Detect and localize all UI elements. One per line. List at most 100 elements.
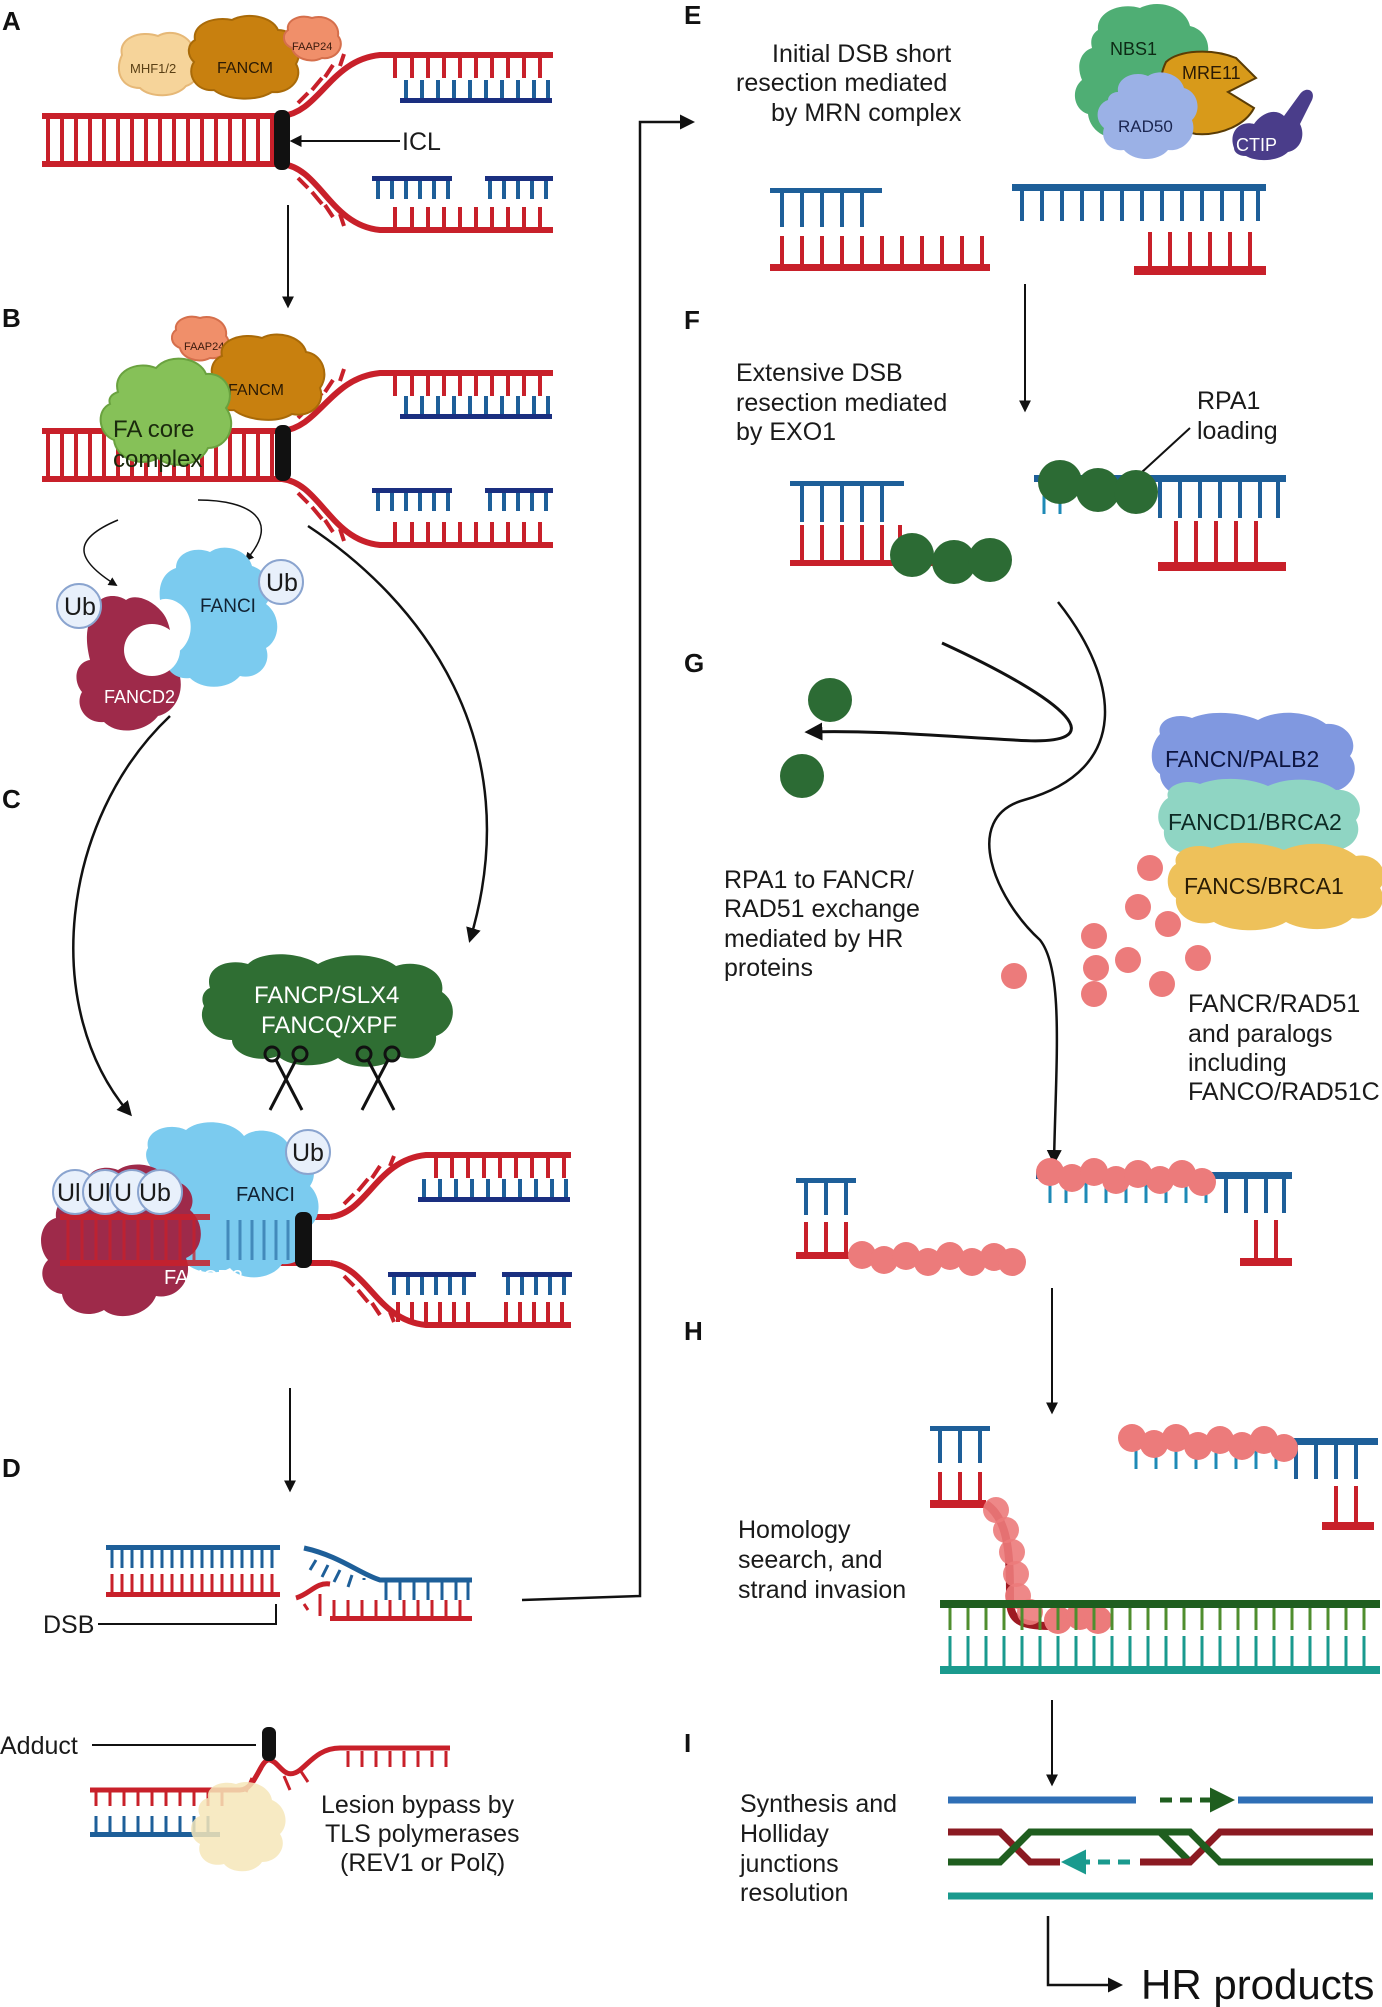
dna-fragment-left bbox=[770, 188, 990, 271]
e-label-line1: Initial DSB short bbox=[772, 40, 951, 68]
rad51-label-line4: FANCO/RAD51C bbox=[1188, 1078, 1380, 1106]
arrow-rpa1-release bbox=[804, 641, 1073, 743]
panel-i: Synthesis and Holliday junctions resolut… bbox=[739, 1787, 1374, 2007]
tls-label-line2: TLS polymerases bbox=[325, 1820, 520, 1848]
svg-text:FA core: FA core bbox=[113, 416, 194, 443]
g-label-line3: mediated by HR bbox=[724, 925, 903, 953]
svg-text:FANCQ/XPF: FANCQ/XPF bbox=[261, 1012, 397, 1039]
ctip-protein: CTIP bbox=[1232, 89, 1313, 161]
hr-products-label: HR products bbox=[1141, 1961, 1374, 2007]
panel-letter-a: A bbox=[2, 6, 21, 36]
panel-letter-i: I bbox=[684, 1728, 691, 1758]
tls-label-line1: Lesion bypass by bbox=[321, 1791, 515, 1819]
i-label-line4: resolution bbox=[740, 1879, 848, 1907]
panel-c: FANCP/SLX4 FANCQ/XPF bbox=[41, 954, 572, 1328]
dsb-fragment-left bbox=[106, 1545, 280, 1597]
ub-tag: Ub bbox=[285, 1129, 331, 1175]
ub-tag: Ub bbox=[258, 559, 304, 605]
panel-e: Initial DSB short resection mediated by … bbox=[736, 4, 1313, 275]
svg-text:Ub: Ub bbox=[292, 1139, 324, 1167]
invading-strand-duplex bbox=[930, 1426, 1051, 1630]
svg-text:Ub: Ub bbox=[139, 1179, 171, 1207]
rpa1-protein bbox=[780, 678, 852, 798]
dsb-pointer bbox=[98, 1604, 277, 1625]
svg-text:Ub: Ub bbox=[266, 569, 298, 597]
fancd2-fanci-clamp-hole bbox=[124, 624, 180, 676]
g-label-line2: RAD51 exchange bbox=[724, 895, 920, 923]
f-label-line3: by EXO1 bbox=[736, 418, 836, 446]
svg-text:FANCM: FANCM bbox=[228, 382, 284, 399]
panel-letter-e: E bbox=[684, 0, 701, 30]
mhf-protein: MHF1/2 bbox=[117, 31, 202, 97]
rad51-protein bbox=[1001, 855, 1211, 1007]
adduct-label: Adduct bbox=[0, 1732, 78, 1760]
nuclease-complex: FANCP/SLX4 FANCQ/XPF bbox=[201, 954, 453, 1067]
rpa1-label-line1: RPA1 bbox=[1197, 387, 1260, 415]
svg-text:FANCI: FANCI bbox=[200, 596, 256, 617]
fanci-protein: FANCI bbox=[159, 547, 278, 687]
svg-text:Ul: Ul bbox=[87, 1179, 111, 1207]
svg-text:NBS1: NBS1 bbox=[1110, 39, 1157, 59]
e-label-line3: by MRN complex bbox=[771, 99, 962, 127]
svg-text:FANCP/SLX4: FANCP/SLX4 bbox=[254, 982, 399, 1009]
scissors-icon bbox=[263, 1045, 309, 1111]
rad51-label-line3: including bbox=[1188, 1049, 1287, 1077]
svg-text:RAD50: RAD50 bbox=[1118, 117, 1173, 136]
panel-d: DSB Adduct Lesion bypass by TLS polymera… bbox=[0, 1545, 520, 1877]
fancm-protein: FANCM bbox=[210, 333, 326, 421]
dsb-fragment-right bbox=[295, 1545, 472, 1621]
scissors-icon bbox=[355, 1045, 401, 1111]
panel-letter-d: D bbox=[2, 1453, 21, 1483]
g-label-line4: proteins bbox=[724, 954, 813, 982]
panel-letter-f: F bbox=[684, 305, 700, 335]
icl-lesion bbox=[295, 1212, 312, 1268]
arrow-core-to-fancd2 bbox=[83, 519, 119, 586]
svg-text:FANCD2: FANCD2 bbox=[164, 1267, 243, 1289]
f-label-line1: Extensive DSB bbox=[736, 359, 903, 387]
tls-label-line3: (REV1 or Polζ) bbox=[340, 1849, 505, 1877]
f-label-line2: resection mediated bbox=[736, 389, 947, 417]
rad51-filament bbox=[848, 1241, 1026, 1276]
faap24-protein: FAAP24 bbox=[170, 315, 230, 362]
rpa1-protein bbox=[890, 533, 1012, 584]
arrow-f-to-g bbox=[988, 601, 1107, 1165]
panel-letter-b: B bbox=[2, 303, 21, 333]
panel-letter-c: C bbox=[2, 784, 21, 814]
icl-label: ICL bbox=[402, 128, 441, 156]
h-label-line1: Homology bbox=[738, 1516, 851, 1544]
arrow-to-hr-products bbox=[1046, 1916, 1123, 1993]
panel-b: FAAP24 FANCM FA core complex FANCD2 FANC… bbox=[42, 315, 553, 943]
svg-text:FAAP24: FAAP24 bbox=[292, 41, 332, 53]
h-label-line2: seearch, and bbox=[738, 1546, 883, 1574]
svg-text:U: U bbox=[114, 1179, 132, 1207]
dna-duplex bbox=[42, 52, 553, 233]
e-label-line2: resection mediated bbox=[736, 69, 947, 97]
panel-h: Homology seearch, and strand invasion bbox=[738, 1424, 1380, 1674]
svg-text:CTIP: CTIP bbox=[1236, 135, 1277, 155]
i-label-line3: junctions bbox=[739, 1850, 839, 1878]
svg-text:FANCM: FANCM bbox=[217, 60, 273, 77]
svg-text:FANCD2: FANCD2 bbox=[104, 687, 175, 707]
icl-lesion bbox=[274, 110, 290, 170]
panel-a: ICL MHF1/2 FANCM FAAP24 bbox=[42, 14, 553, 233]
rpa1-protein bbox=[1038, 460, 1158, 514]
fa-core-complex: FA core complex bbox=[99, 357, 233, 473]
svg-text:FANCS/BRCA1: FANCS/BRCA1 bbox=[1184, 873, 1344, 899]
panel-g: RPA1 to FANCR/ RAD51 exchange mediated b… bbox=[724, 601, 1382, 1276]
arrow-d-to-e bbox=[521, 114, 695, 1602]
adduct-dna bbox=[90, 1727, 450, 1837]
rad51-label-line1: FANCR/RAD51 bbox=[1188, 990, 1360, 1018]
panel-letter-h: H bbox=[684, 1316, 703, 1346]
dsb-label: DSB bbox=[43, 1611, 94, 1639]
arrow-b-to-nuclease bbox=[307, 524, 489, 943]
dna-fragment-right bbox=[1012, 184, 1266, 275]
svg-text:MRE11: MRE11 bbox=[1182, 63, 1241, 83]
donor-duplex bbox=[940, 1600, 1380, 1674]
i-label-line1: Synthesis and bbox=[740, 1790, 897, 1818]
rad51-filament bbox=[1036, 1158, 1216, 1196]
faap24-protein: FAAP24 bbox=[282, 15, 342, 62]
svg-text:FANCN/PALB2: FANCN/PALB2 bbox=[1165, 746, 1319, 772]
svg-text:Ub: Ub bbox=[64, 593, 96, 621]
g-label-line1: RPA1 to FANCR/ bbox=[724, 866, 914, 894]
i-label-line2: Holliday bbox=[740, 1820, 829, 1848]
